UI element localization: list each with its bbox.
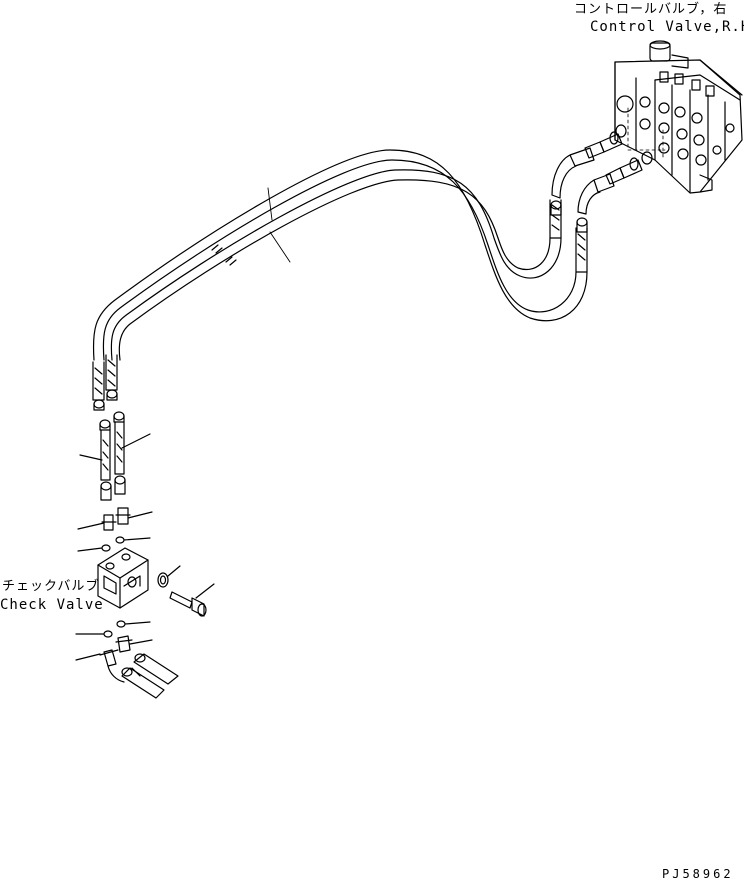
control-valve-label-en: Control Valve,R.H.	[590, 19, 744, 35]
hose-leaders	[267, 187, 291, 263]
check-valve-block	[97, 547, 215, 617]
check-valve-label-en: Check Valve	[0, 597, 104, 613]
hose-assembly	[92, 149, 588, 411]
control-valve-label-jp: コントロールバルブ，右	[574, 2, 728, 17]
short-hoses	[79, 411, 151, 501]
upper-fittings	[550, 124, 653, 233]
check-valve-lower-fittings	[75, 620, 179, 699]
drawing-number: PJ58962	[662, 867, 734, 881]
valve-port-leaders	[627, 107, 666, 161]
check-valve-label-jp: チェックバルブ	[2, 579, 100, 594]
control-valve-rh	[614, 40, 743, 194]
check-valve-upper-fittings	[77, 507, 153, 552]
